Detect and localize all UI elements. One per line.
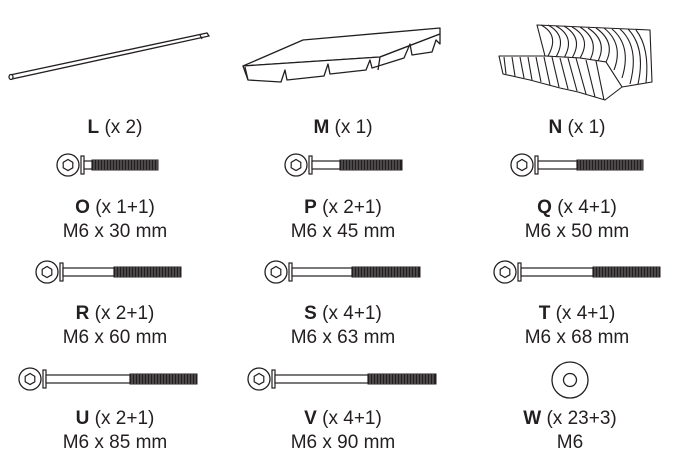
bolt-U (18, 367, 198, 391)
part-L-label: L (x 2) (87, 117, 143, 138)
part-N-label-block: N (x 1) (462, 116, 689, 140)
part-W-label: W (x 23+3) (523, 408, 617, 429)
part-R-label-block: R (x 2+1) M6 x 60 mm (0, 302, 230, 350)
part-W-size: M6 (556, 432, 584, 453)
part-P-size: M6 x 45 mm (290, 221, 396, 242)
part-R-size: M6 x 60 mm (62, 327, 168, 348)
part-S-label-block: S (x 4+1) M6 x 63 mm (228, 302, 458, 350)
bolt-V (247, 367, 437, 391)
bolt-O (56, 153, 159, 177)
part-V-size: M6 x 90 mm (290, 432, 396, 453)
part-T-label-block: T (x 4+1) M6 x 68 mm (462, 302, 689, 350)
part-S-size: M6 x 63 mm (290, 327, 396, 348)
part-U-label-block: U (x 2+1) M6 x 85 mm (0, 407, 230, 455)
part-Q-label-block: Q (x 4+1) M6 x 50 mm (462, 196, 689, 244)
bolt-T (493, 260, 661, 284)
bolt-Q (510, 153, 644, 177)
part-U-size: M6 x 85 mm (62, 432, 168, 453)
part-O-size: M6 x 30 mm (62, 221, 168, 242)
part-Q-label: Q (x 4+1) (537, 197, 617, 218)
part-Q-size: M6 x 50 mm (524, 221, 630, 242)
part-R-label: R (x 2+1) (75, 303, 155, 324)
bolt-S (264, 260, 421, 284)
part-T-size: M6 x 68 mm (524, 327, 630, 348)
part-N-label: N (x 1) (548, 117, 606, 138)
part-S-label: S (x 4+1) (304, 303, 382, 324)
part-V-label-block: V (x 4+1) M6 x 90 mm (228, 407, 458, 455)
part-O-label-block: O (x 1+1) M6 x 30 mm (0, 196, 230, 244)
part-O-label: O (x 1+1) (75, 197, 155, 218)
part-V-label: V (x 4+1) (304, 408, 382, 429)
part-L-label-block: L (x 2) (0, 116, 230, 140)
part-M-label: M (x 1) (313, 117, 373, 138)
part-T-label: T (x 4+1) (538, 303, 616, 324)
part-M-label-block: M (x 1) (228, 116, 458, 140)
part-W-label-block: W (x 23+3) M6 (455, 407, 685, 455)
part-U-label: U (x 2+1) (75, 408, 155, 429)
bolt-R (35, 260, 182, 284)
part-P-label: P (x 2+1) (304, 197, 382, 218)
part-P-label-block: P (x 2+1) M6 x 45 mm (228, 196, 458, 244)
bolt-P (284, 153, 403, 177)
